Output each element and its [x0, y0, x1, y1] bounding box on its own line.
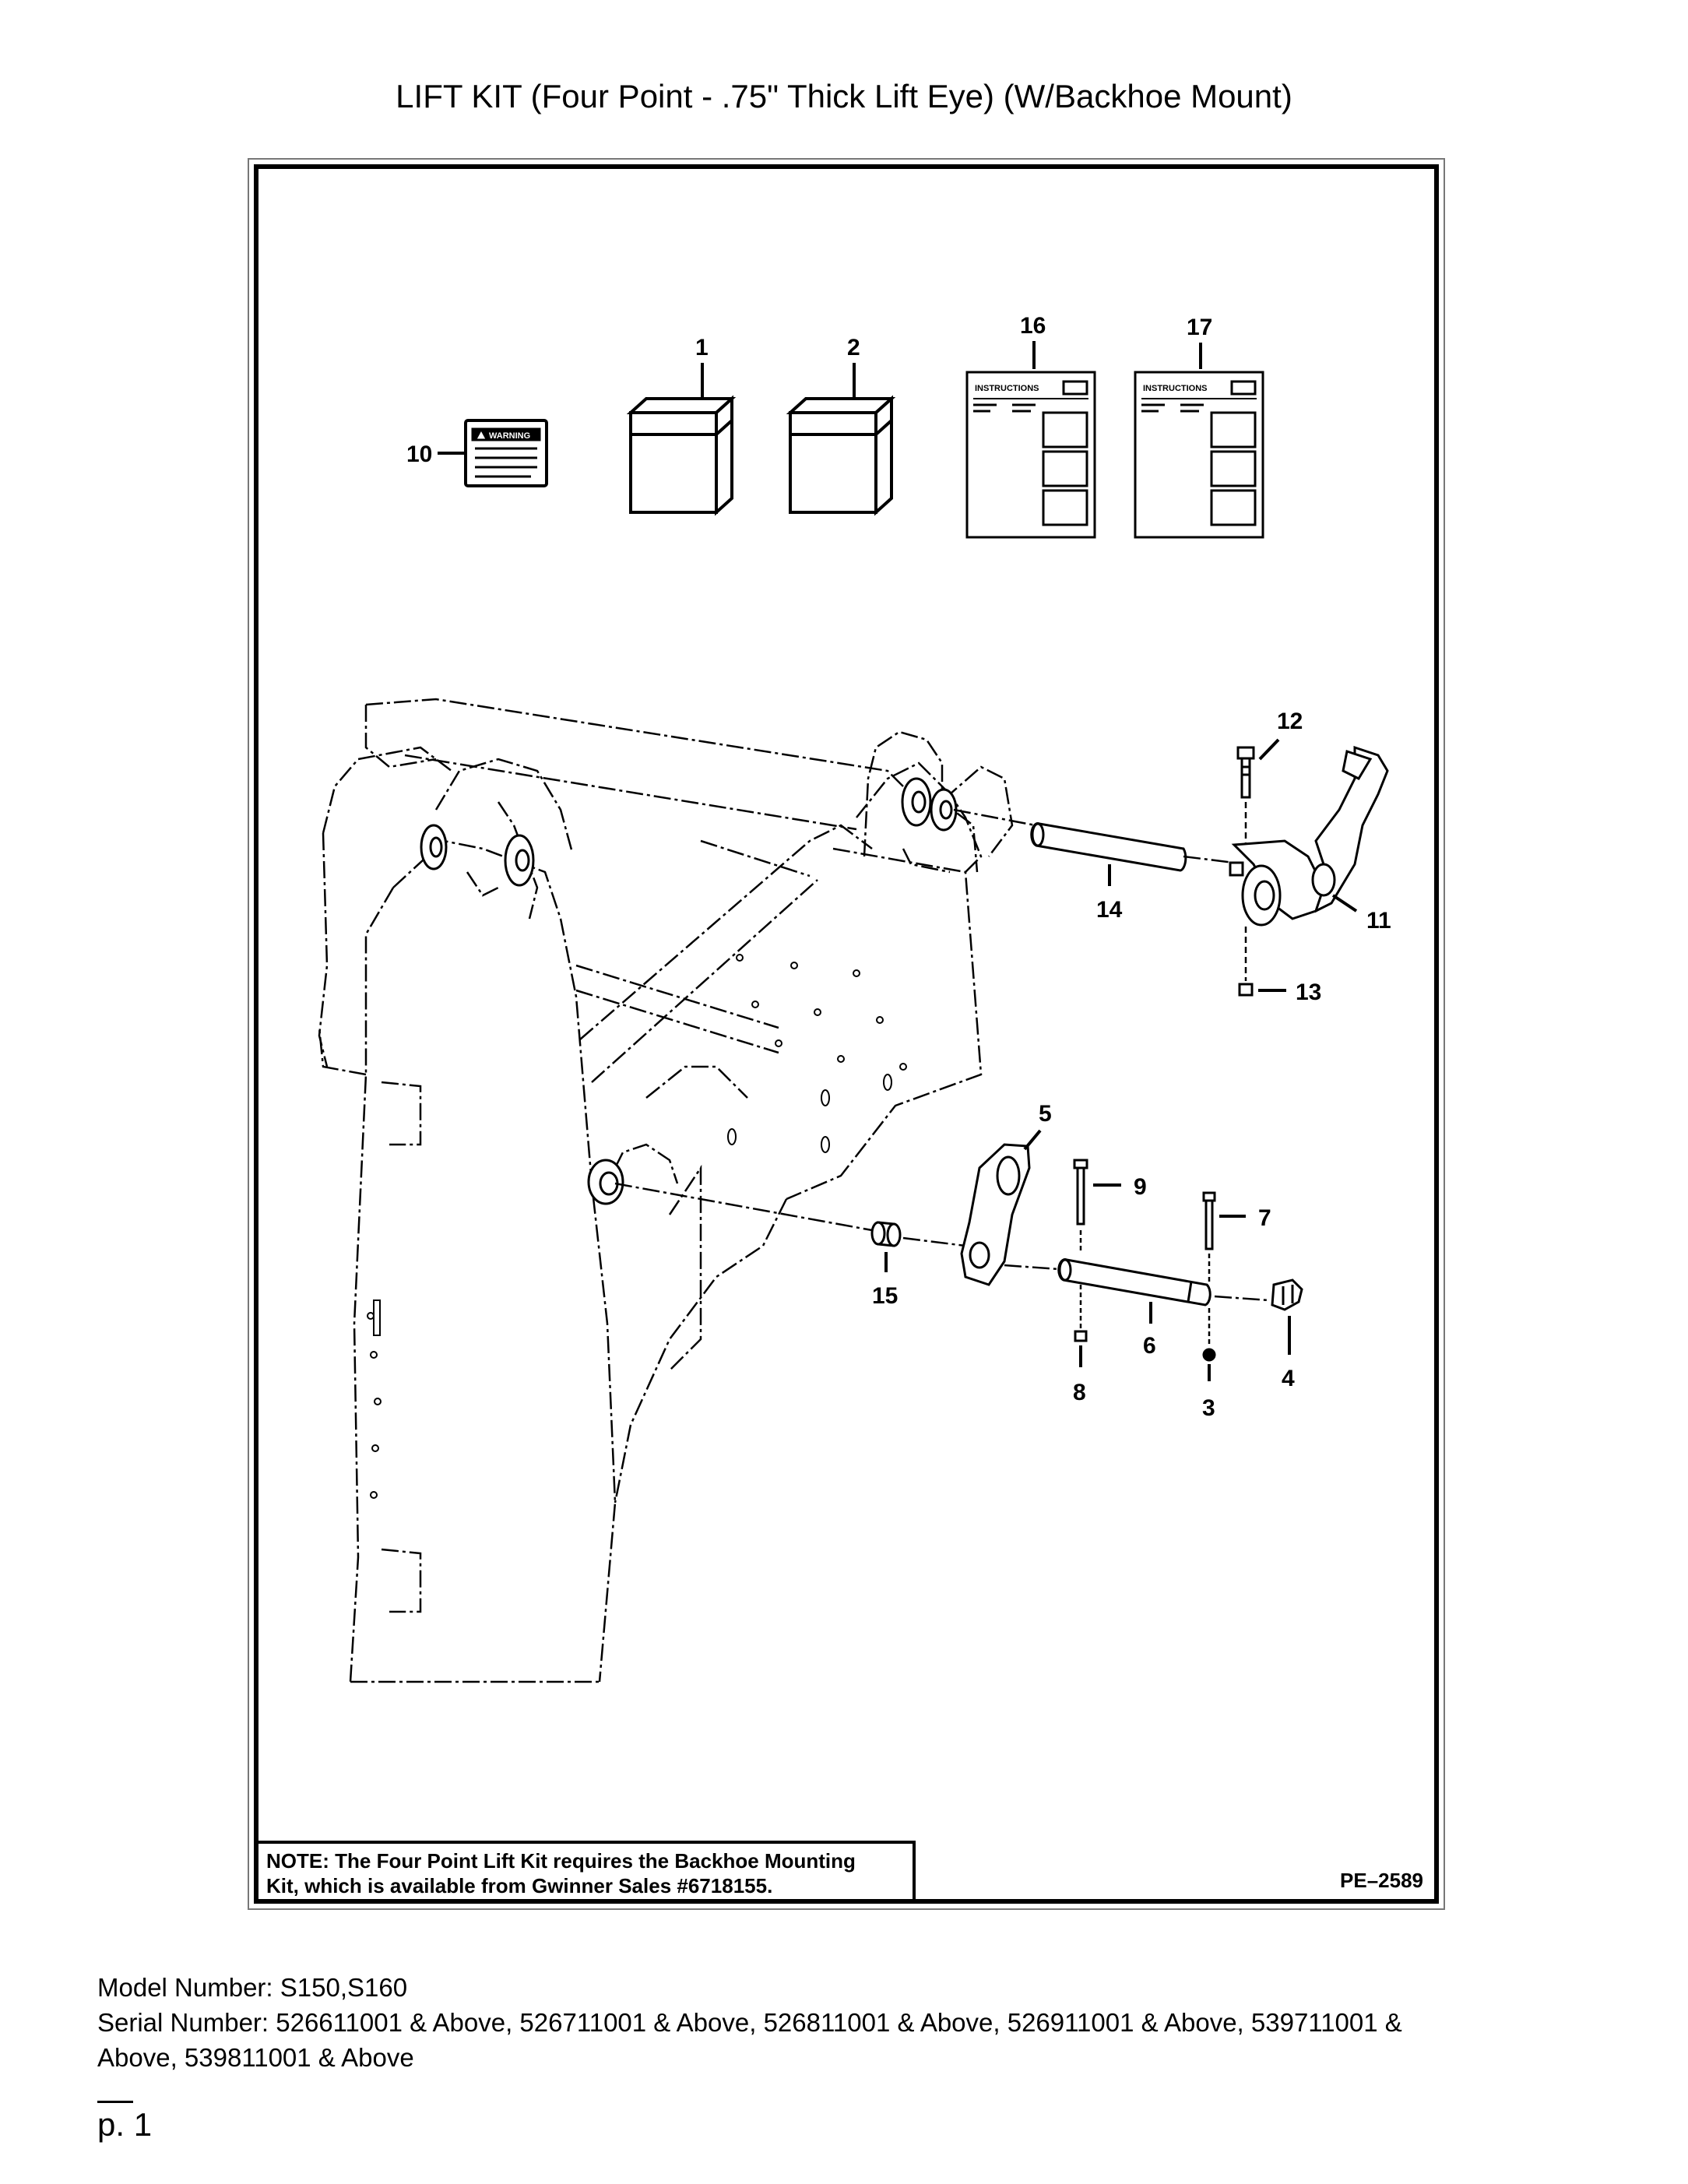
callout-5: 5 [1039, 1101, 1052, 1127]
callout-13: 13 [1296, 979, 1321, 1005]
callout-3: 3 [1202, 1395, 1215, 1421]
callout-4: 4 [1282, 1366, 1295, 1391]
part-1-box [626, 395, 737, 516]
instructions-text-16: INSTRUCTIONS [975, 384, 1039, 393]
part-8-nut [1074, 1330, 1088, 1342]
part-15-bushing [870, 1221, 902, 1247]
diagram-frame-outer [248, 158, 1445, 1910]
decal-text: WARNING [489, 431, 530, 441]
serial-number-line-2: Above, 539811001 & Above [97, 2043, 414, 2072]
part-10-warning-decal: WARNING [464, 419, 548, 487]
callout-8: 8 [1073, 1380, 1086, 1405]
note-line-1: The Four Point Lift Kit requires the Bac… [335, 1849, 856, 1873]
callout-12: 12 [1277, 709, 1303, 734]
part-4-retainer [1271, 1278, 1303, 1311]
callout-7: 7 [1258, 1205, 1271, 1231]
part-2-box [786, 395, 896, 516]
callout-11: 11 [1366, 908, 1391, 934]
part-5-lift-link [960, 1143, 1031, 1286]
callout-2: 2 [847, 335, 860, 360]
instructions-text-17: INSTRUCTIONS [1143, 384, 1208, 393]
part-14-pin [1030, 822, 1187, 872]
callout-10: 10 [406, 441, 432, 467]
part-6-pin [1057, 1258, 1211, 1307]
part-11-lift-eye [1229, 745, 1389, 927]
note-box: NOTE: The Four Point Lift Kit requires t… [257, 1841, 916, 1901]
part-13-nut [1238, 983, 1254, 997]
frame-pivot-bosses [420, 777, 958, 1205]
frame-holes [367, 954, 907, 1499]
callout-14: 14 [1096, 897, 1123, 923]
diagram-reference-code: PE–2589 [1340, 1869, 1423, 1892]
part-7-bolt [1202, 1191, 1216, 1250]
callout-16: 16 [1020, 313, 1046, 339]
part-16-instruction-sheet: INSTRUCTIONS [965, 371, 1096, 539]
callout-6: 6 [1143, 1333, 1156, 1359]
part-3-nut [1202, 1348, 1216, 1362]
part-9-bolt [1073, 1159, 1088, 1226]
part-17-instruction-sheet: INSTRUCTIONS [1134, 371, 1264, 539]
callout-17: 17 [1187, 315, 1212, 340]
footer: Model Number: S150,S160 Serial Number: 5… [97, 1970, 1600, 2075]
callout-15: 15 [872, 1283, 898, 1309]
diagram-frame [254, 164, 1439, 1904]
page-number: p. 1 [97, 2106, 153, 2143]
page-rule [97, 2101, 133, 2103]
callout-1: 1 [695, 335, 709, 360]
serial-number-line-1: Serial Number: 526611001 & Above, 526711… [97, 2008, 1402, 2037]
part-12-bolt [1236, 746, 1255, 799]
callout-9: 9 [1134, 1174, 1147, 1200]
loader-frame-outline [318, 698, 1014, 1683]
note-line-2: Kit, which is available from Gwinner Sal… [266, 1874, 773, 1897]
model-number: Model Number: S150,S160 [97, 1973, 408, 2002]
note-label: NOTE: [266, 1849, 329, 1873]
page-title: LIFT KIT (Four Point - .75" Thick Lift E… [396, 78, 1292, 114]
